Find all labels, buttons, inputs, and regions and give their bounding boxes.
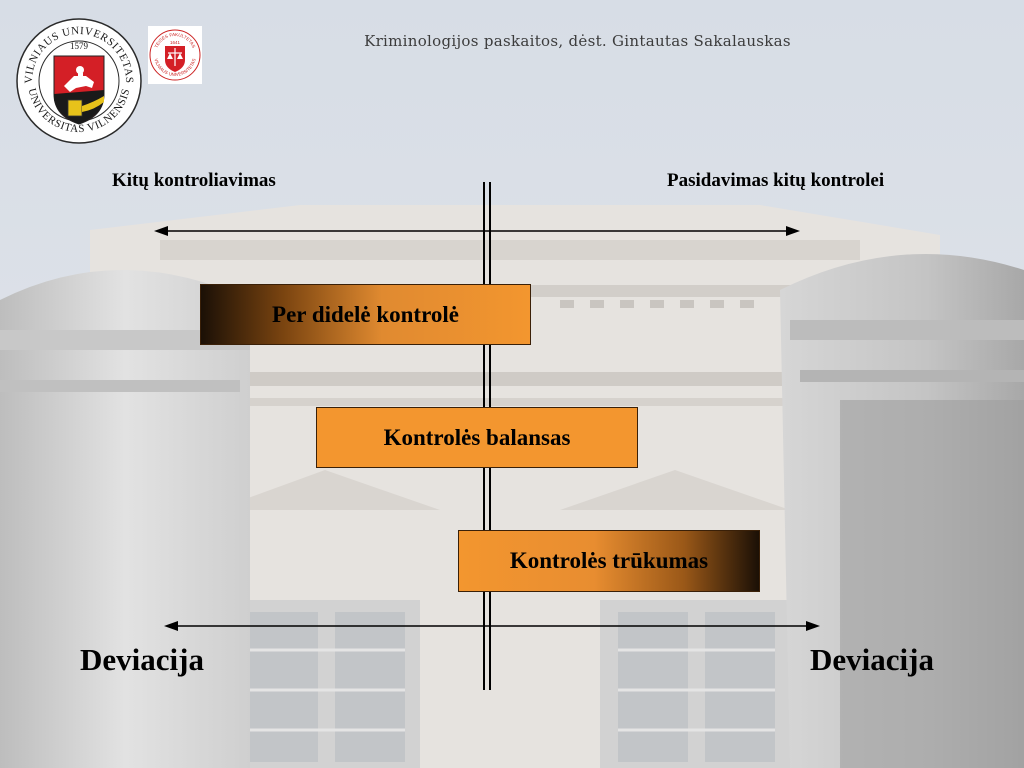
- law-seal-year: 1641: [170, 40, 181, 45]
- box-control-balance-label: Kontrolės balansas: [383, 424, 571, 450]
- deviation-left-label: Deviacija: [80, 642, 204, 677]
- box-control-balance: Kontrolės balansas: [316, 407, 638, 468]
- seal-year: 1579: [70, 41, 89, 51]
- box-lack-of-control: Kontrolės trūkumas: [458, 530, 760, 592]
- law-faculty-seal-icon: TEISĖS FAKULTETAS VILNIAUS UNIVERSITETAS…: [148, 26, 202, 84]
- bottom-horizontal-arrow: [164, 621, 820, 631]
- top-horizontal-arrow: [154, 226, 800, 236]
- deviation-right-label: Deviacija: [810, 642, 934, 677]
- axis-left-label: Kitų kontroliavimas: [112, 170, 276, 191]
- axis-right-label: Pasidavimas kitų kontrolei: [667, 170, 885, 191]
- box-excessive-control: Per didelė kontrolė: [200, 284, 531, 345]
- vilnius-university-seal-icon: VILNIAUS UNIVERSITETAS UNIVERSITAS VILNE…: [16, 18, 142, 144]
- box-lack-of-control-label: Kontrolės trūkumas: [509, 548, 709, 573]
- slide-header: Kriminologijos paskaitos, dėst. Gintauta…: [364, 32, 791, 50]
- box-excessive-control-label: Per didelė kontrolė: [272, 301, 459, 327]
